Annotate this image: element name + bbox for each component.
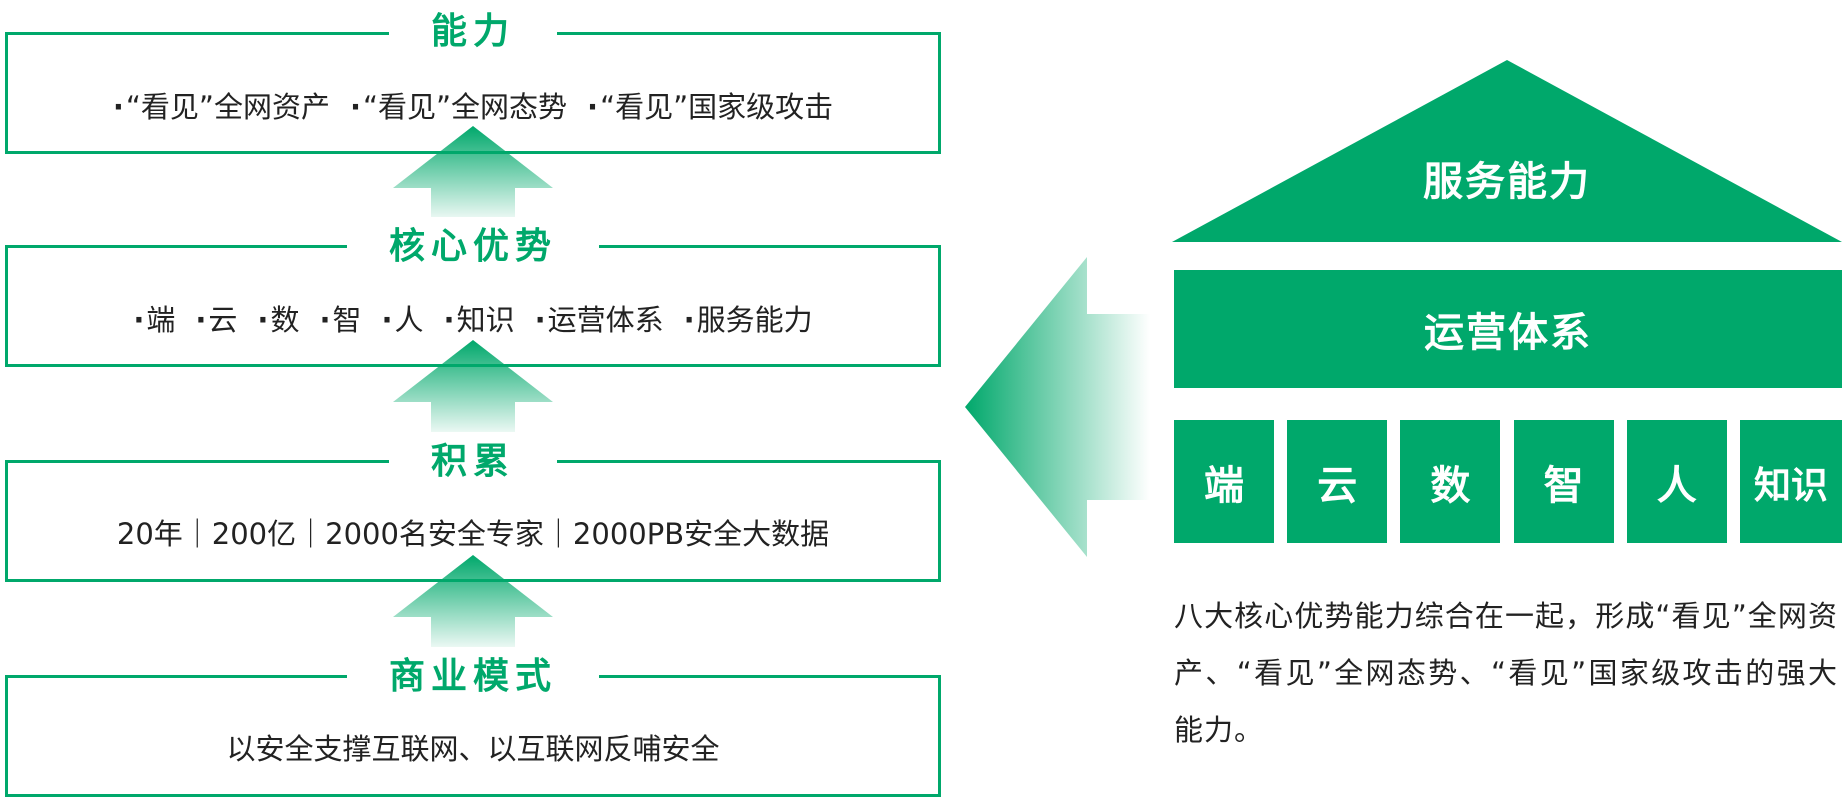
capability-item: ·“看见”国家级攻击	[587, 90, 834, 124]
advantage-item: ·服务能力	[683, 303, 813, 337]
summary-text: 八大核心优势能力综合在一起，形成“看见”全网资产、“看见”全网态势、“看见”国家…	[1174, 599, 1838, 747]
accumulation-text-value: 20年｜200亿｜2000名安全专家｜2000PB安全大数据	[116, 517, 830, 551]
house-roof	[1172, 60, 1842, 242]
advantage-item: ·端	[133, 303, 176, 337]
accumulation-text: 20年｜200亿｜2000名安全专家｜2000PB安全大数据	[5, 507, 941, 557]
capability-item: ·“看见”全网资产	[112, 90, 330, 124]
capability-item: ·“看见”全网态势	[349, 90, 568, 124]
left-arrow-icon	[965, 257, 1150, 557]
accumulation-title-text: 积累	[388, 432, 557, 484]
operations-band: 运营体系	[1174, 270, 1842, 388]
advantages-items: ·端 ·云 ·数 ·智 ·人 ·知识 ·运营体系 ·服务能力	[5, 293, 941, 343]
pillar: 数	[1400, 420, 1501, 543]
advantage-item: ·数	[257, 303, 300, 337]
roof-label: 服务能力	[1423, 159, 1591, 205]
capability-title-text: 能力	[388, 2, 557, 54]
advantages-title-text: 核心优势	[346, 217, 599, 269]
advantage-item: ·知识	[443, 303, 515, 337]
accumulation-title: 积累	[0, 432, 946, 484]
business-model-title-text: 商业模式	[346, 647, 599, 699]
business-model-text-value: 以安全支撑互联网、以互联网反哺安全	[226, 732, 720, 766]
pillars-row: 端 云 数 智 人 知识	[1174, 420, 1842, 543]
pillar: 知识	[1739, 420, 1842, 543]
pillar: 人	[1626, 420, 1727, 543]
business-model-title: 商业模式	[0, 647, 946, 699]
capability-items: ·“看见”全网资产 ·“看见”全网态势 ·“看见”国家级攻击	[5, 80, 941, 130]
band-label: 运营体系	[1424, 310, 1592, 356]
advantage-item: ·运营体系	[534, 303, 664, 337]
up-arrow-icon	[393, 340, 553, 440]
up-arrow-icon	[393, 126, 553, 226]
pillar: 云	[1287, 420, 1388, 543]
advantage-item: ·智	[319, 303, 362, 337]
advantage-item: ·人	[381, 303, 424, 337]
business-model-text: 以安全支撑互联网、以互联网反哺安全	[5, 722, 941, 772]
up-arrow-icon	[393, 555, 553, 655]
pillar: 端	[1174, 420, 1274, 543]
advantage-item: ·云	[195, 303, 238, 337]
advantages-title: 核心优势	[0, 217, 946, 269]
capability-title: 能力	[0, 2, 946, 54]
pillar: 智	[1513, 420, 1614, 543]
